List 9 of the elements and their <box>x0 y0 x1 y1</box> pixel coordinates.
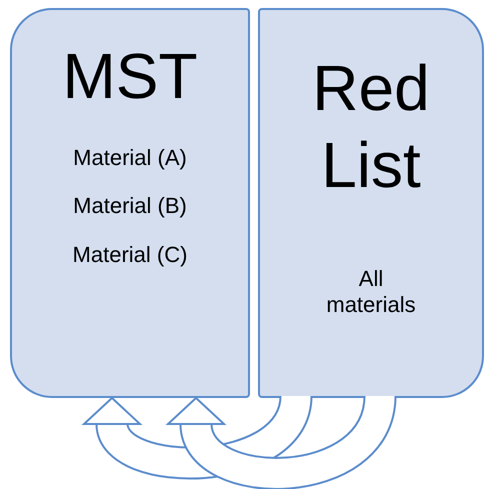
panel-heading: MST <box>62 39 198 114</box>
rounded-panel <box>10 8 250 398</box>
panel-text: Material (A) <box>73 144 187 172</box>
panel-text: Material (C) <box>72 242 188 268</box>
panel-heading: Red List <box>311 51 431 203</box>
panel-text: All materials <box>325 266 417 318</box>
rounded-panel <box>258 8 484 398</box>
curved-block-arrow <box>165 393 396 489</box>
panel-text: Material (B) <box>73 193 187 220</box>
